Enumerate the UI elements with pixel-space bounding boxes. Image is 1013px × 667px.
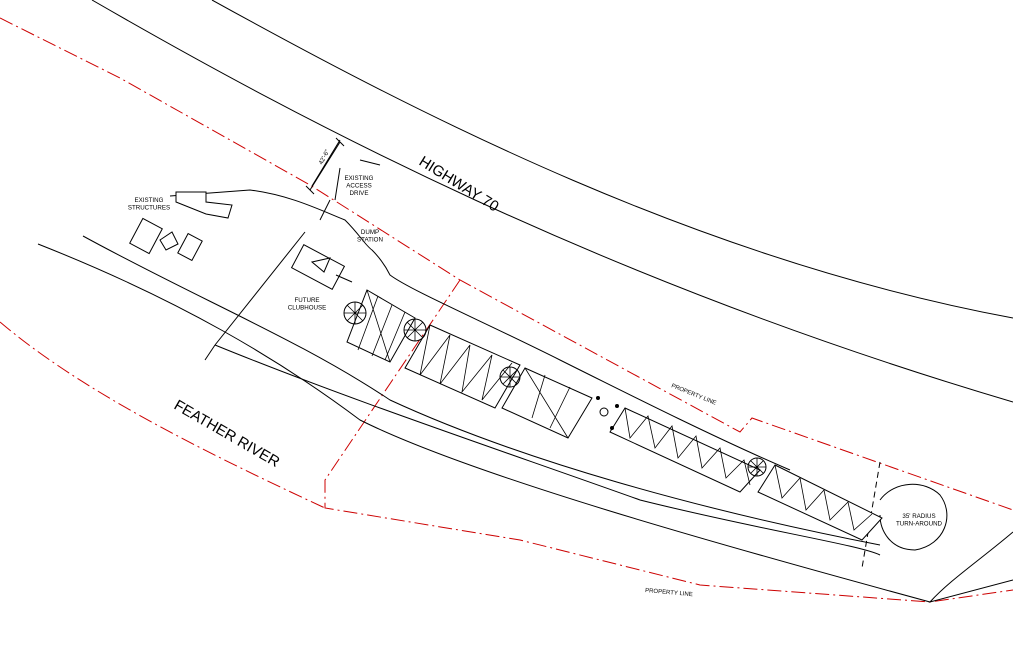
trees	[343, 301, 767, 477]
label-line: 35' RADIUS	[902, 513, 935, 520]
label-line: STATION	[357, 237, 383, 244]
label-line: CLUBHOUSE	[288, 305, 327, 312]
property-line-label-south: PROPERTY LINE	[645, 588, 693, 598]
rv-site-group-2	[404, 324, 521, 409]
label-line: DUMP	[361, 229, 379, 236]
marker-dot	[615, 404, 619, 408]
river-label: FEATHER RIVER	[171, 397, 283, 471]
small-tree-icon	[599, 407, 609, 417]
rv-site-group-4	[609, 407, 761, 493]
highway-edges	[91, 0, 1013, 403]
rv-site-pads	[346, 289, 883, 541]
rv-site-group-3	[501, 367, 593, 439]
label-line: STRUCTURES	[128, 205, 170, 212]
rv-site-group-5	[757, 464, 883, 541]
label-line: TURN-AROUND	[896, 521, 943, 528]
label-line: FUTURE	[294, 297, 319, 304]
existing-structures	[129, 191, 233, 262]
property-line-label-north: PROPERTY LINE	[670, 383, 717, 406]
label-line: EXISTING	[135, 197, 164, 204]
marker-dot	[610, 426, 614, 430]
marker-dot	[596, 396, 600, 400]
tree-icon	[343, 301, 367, 325]
tree-icon	[499, 366, 521, 388]
rv-site-group-1	[346, 289, 416, 363]
tree-icon	[747, 457, 767, 477]
tree-icon	[403, 318, 427, 342]
highway-label: HIGHWAY 70	[416, 153, 502, 215]
label-line: ACCESS	[346, 183, 371, 190]
label-line: DRIVE	[350, 190, 369, 197]
label-line: EXISTING	[345, 175, 374, 182]
future-clubhouse	[290, 244, 353, 290]
